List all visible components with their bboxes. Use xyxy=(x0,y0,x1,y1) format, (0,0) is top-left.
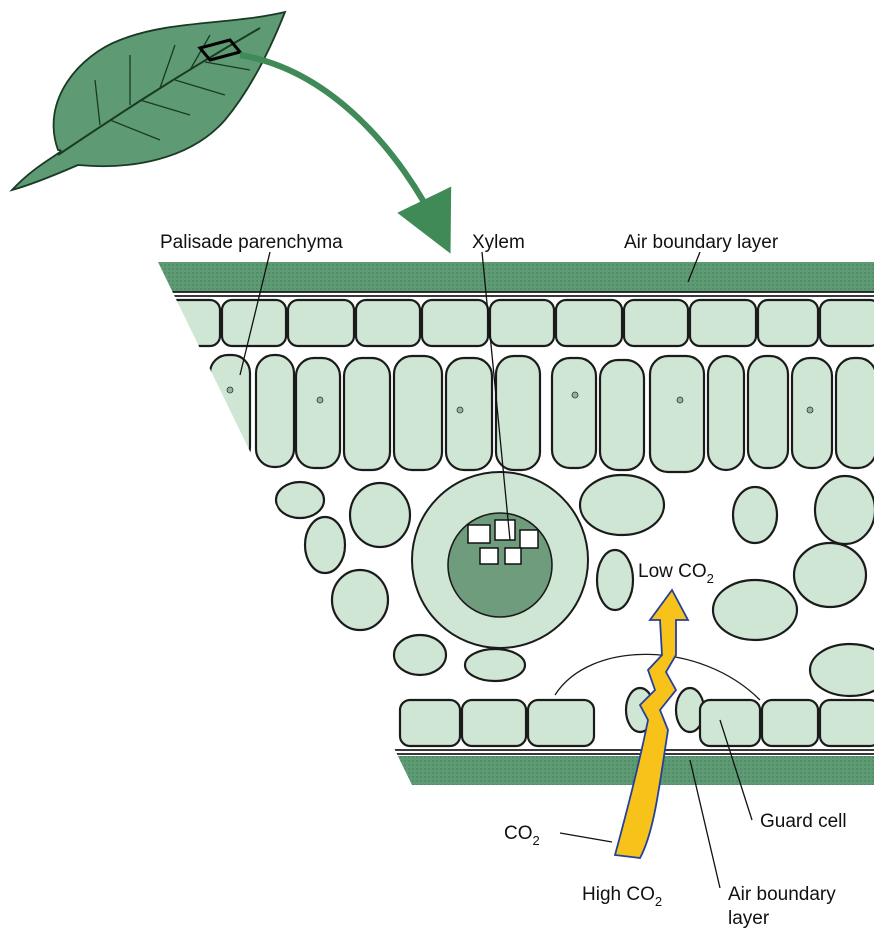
label-air-boundary-bottom-line1: Air boundary xyxy=(728,884,836,905)
label-xylem: Xylem xyxy=(472,232,525,253)
co2-text: CO xyxy=(504,823,533,844)
co2-leader xyxy=(560,833,612,842)
label-air-boundary-bottom-line2: layer xyxy=(728,908,770,929)
top-boundary-layer xyxy=(150,262,874,292)
label-guard-cell: Guard cell xyxy=(760,811,847,832)
leaf-icon xyxy=(12,12,285,190)
high-co2-subscript: 2 xyxy=(655,894,662,909)
bottom-boundary-layer xyxy=(150,756,874,786)
xylem-bundle xyxy=(412,472,588,648)
label-high-co2: High CO2 xyxy=(582,884,662,909)
leaf-section xyxy=(150,258,874,798)
curved-arrow-icon xyxy=(240,55,440,232)
low-co2-subscript: 2 xyxy=(707,571,714,586)
label-co2: CO2 xyxy=(504,823,540,848)
label-air-boundary-layer-top: Air boundary layer xyxy=(624,232,779,253)
label-palisade-parenchyma: Palisade parenchyma xyxy=(160,232,343,253)
high-co2-text: High CO xyxy=(582,884,655,905)
low-co2-text: Low CO xyxy=(638,561,707,582)
upper-epidermis xyxy=(160,300,874,346)
co2-subscript: 2 xyxy=(533,833,540,848)
